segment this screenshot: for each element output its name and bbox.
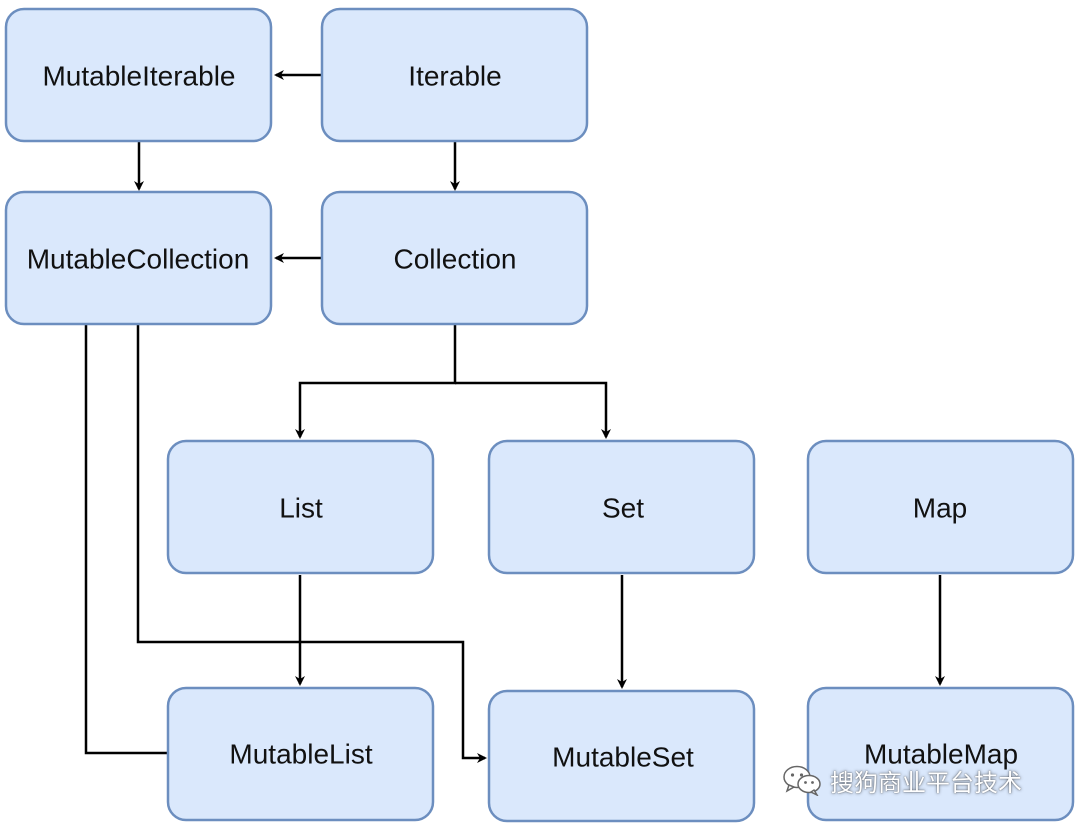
node-collection-label: Collection (394, 244, 517, 275)
node-set-label: Set (602, 493, 644, 524)
node-map-label: Map (913, 493, 967, 524)
node-mutable-iterable-label: MutableIterable (42, 61, 235, 92)
node-iterable-label: Iterable (408, 61, 501, 92)
node-mutable-set: MutableSet (487, 689, 756, 823)
node-mutable-map: MutableMap (806, 686, 1075, 822)
watermark-text: 搜狗商业平台技术 (830, 768, 1022, 797)
node-mutable-collection: MutableCollection (4, 190, 273, 326)
watermark: 搜狗商业平台技术 (782, 760, 1072, 800)
node-list-label: List (279, 493, 323, 524)
edge-mutable-collection-to-mutable-set (136, 325, 487, 763)
node-collection: Collection (320, 190, 589, 326)
node-mutable-list: MutableList (166, 686, 435, 822)
node-iterable: Iterable (320, 7, 589, 143)
edge-mutable-collection-to-mutable-list (84, 325, 167, 755)
edges (84, 70, 945, 763)
node-mutable-set-label: MutableSet (552, 742, 694, 773)
edge-collection-to-set (455, 381, 611, 439)
edge-collection-to-list (295, 325, 457, 439)
node-list: List (166, 439, 435, 575)
node-mutable-map-label: MutableMap (864, 739, 1018, 770)
node-map: Map (806, 439, 1075, 575)
wechat-icon (783, 765, 821, 796)
node-mutable-iterable: MutableIterable (4, 7, 273, 143)
node-mutable-collection-label: MutableCollection (27, 244, 250, 275)
node-mutable-list-label: MutableList (229, 739, 372, 770)
node-set: Set (487, 439, 756, 575)
